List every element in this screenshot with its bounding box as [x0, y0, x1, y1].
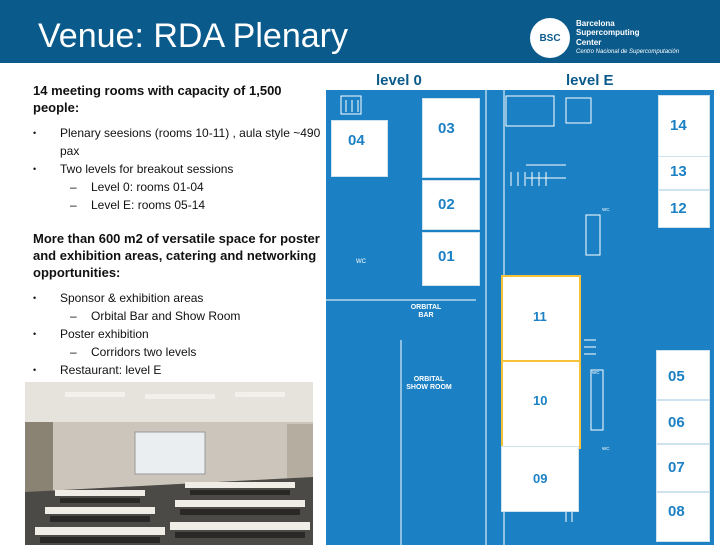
logo-line2: Supercomputing: [576, 28, 640, 37]
heading-rooms: 14 meeting rooms with capacity of 1,500 …: [33, 83, 282, 115]
sub-list: Corridors two levels: [60, 343, 323, 361]
room-12: [658, 190, 710, 228]
sub-list-item: Orbital Bar and Show Room: [60, 307, 323, 325]
bsc-logo: BSC Barcelona Supercomputing Center Cent…: [530, 18, 679, 58]
plenary-room-illustration: [25, 382, 313, 545]
orbital-show-room-label: ORBITAL SHOW ROOM: [406, 376, 452, 391]
room-03-number: 03: [438, 120, 455, 137]
room-07-number: 07: [668, 459, 685, 476]
rooms-list: Plenary seesions (rooms 10-11) , aula st…: [33, 124, 323, 214]
wc-label: WC: [356, 259, 366, 265]
logo-line1: Barcelona: [576, 18, 615, 28]
room-13: [658, 156, 710, 190]
list-item-text: Restaurant: level E: [60, 363, 162, 377]
room-06-number: 06: [668, 414, 685, 431]
room-08-number: 08: [668, 503, 685, 520]
room-09: [501, 446, 579, 512]
room-06: [656, 400, 710, 444]
list-item-text: Plenary seesions (rooms 10-11) , aula st…: [60, 126, 321, 158]
room-01: [422, 232, 480, 286]
room-10-number: 10: [533, 393, 548, 408]
list-item: Plenary seesions (rooms 10-11) , aula st…: [33, 124, 323, 160]
content-text: 14 meeting rooms with capacity of 1,500 …: [33, 82, 323, 379]
plenary-room-photo: [25, 382, 313, 545]
room-01-number: 01: [438, 248, 455, 265]
room-14-number: 14: [670, 117, 687, 134]
sub-list: Level 0: rooms 01-04 Level E: rooms 05-1…: [60, 178, 323, 214]
wc-e-label-3: WC: [602, 446, 610, 451]
room-11-number: 11: [533, 309, 547, 324]
room-05: [656, 350, 710, 400]
logo-line3: Center: [576, 37, 602, 47]
room-04: [331, 120, 388, 177]
slide-title: Venue: RDA Plenary: [38, 17, 348, 55]
sub-list: Orbital Bar and Show Room: [60, 307, 323, 325]
header-bar: Venue: RDA Plenary BSC Barcelona Superco…: [0, 0, 720, 63]
room-04-number: 04: [348, 132, 365, 149]
list-item: Restaurant: level E: [33, 361, 323, 379]
floor-plan: 04 03 02 01 WC ORBITAL BAR ORBITAL SHOW …: [326, 90, 714, 545]
room-09-number: 09: [533, 471, 548, 486]
room-13-number: 13: [670, 163, 687, 180]
sub-list-item: Corridors two levels: [60, 343, 323, 361]
room-08: [656, 492, 710, 542]
bsc-logo-mark: BSC: [530, 18, 570, 58]
room-14: [658, 95, 710, 157]
room-11: [501, 275, 581, 364]
sub-list-item: Level E: rooms 05-14: [60, 196, 323, 214]
level-0-label: level 0: [376, 72, 422, 89]
orbital-bar-label: ORBITAL BAR: [410, 304, 442, 319]
room-10: [501, 360, 581, 449]
space-list: Sponsor & exhibition areas Orbital Bar a…: [33, 289, 323, 379]
wc-e-label-2: WC: [592, 370, 600, 375]
room-05-number: 05: [668, 368, 685, 385]
wc-e-label-1: WC: [602, 207, 610, 212]
logo-line4: Centro Nacional de Supercomputación: [576, 49, 680, 55]
room-02-number: 02: [438, 196, 455, 213]
sub-list-item: Level 0: rooms 01-04: [60, 178, 323, 196]
room-03: [422, 98, 480, 178]
bsc-logo-text: Barcelona Supercomputing Center Centro N…: [576, 18, 680, 57]
heading-space: More than 600 m2 of versatile space for …: [33, 231, 320, 280]
list-item-text: Sponsor & exhibition areas: [60, 291, 204, 305]
list-item-text: Poster exhibition: [60, 327, 149, 341]
room-07: [656, 444, 710, 492]
list-item: Sponsor & exhibition areas Orbital Bar a…: [33, 289, 323, 325]
list-item: Poster exhibition Corridors two levels: [33, 325, 323, 361]
level-e-label: level E: [566, 72, 614, 89]
list-item-text: Two levels for breakout sessions: [60, 162, 234, 176]
room-12-number: 12: [670, 200, 687, 217]
room-02: [422, 180, 480, 230]
list-item: Two levels for breakout sessions Level 0…: [33, 160, 323, 214]
